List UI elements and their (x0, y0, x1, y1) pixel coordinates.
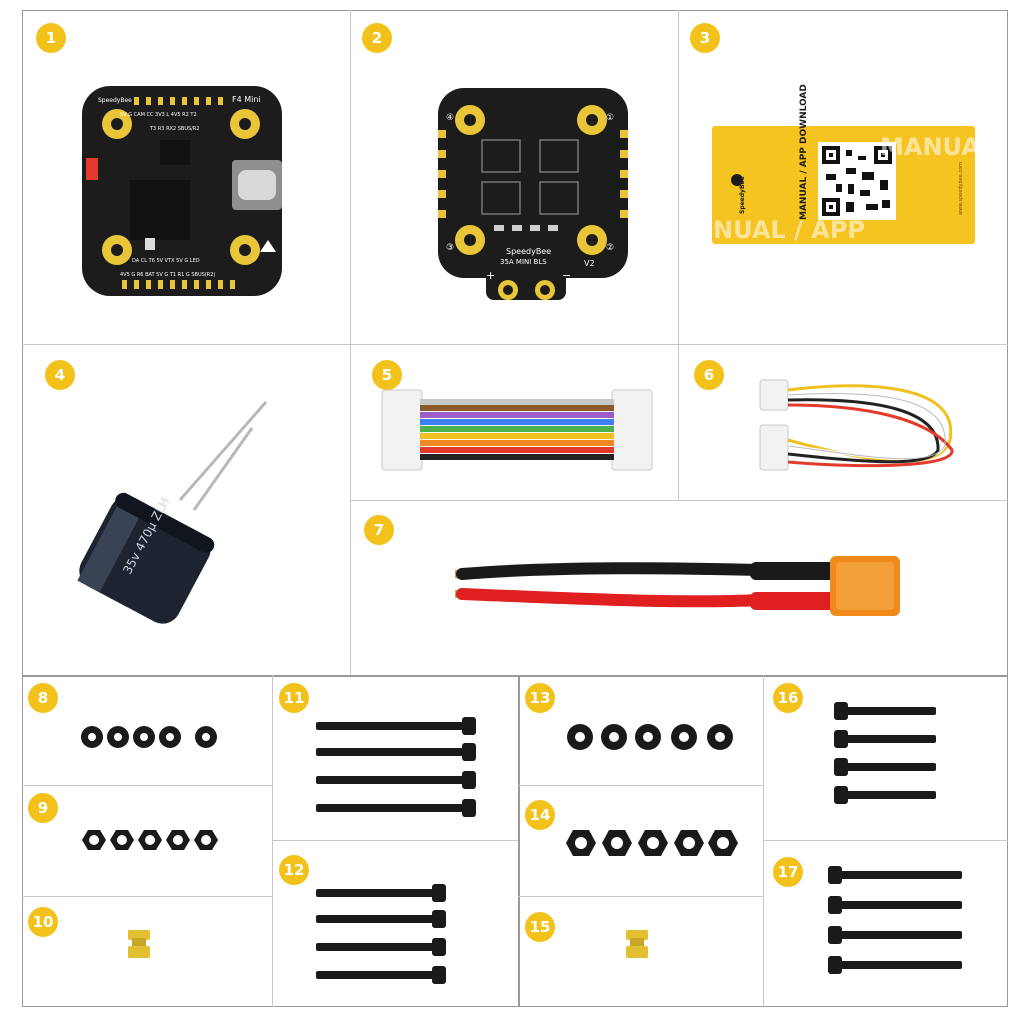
parts-grid-frame (22, 10, 1008, 1007)
grid-divider (22, 675, 1008, 677)
motor-label: ② (606, 243, 614, 253)
item-number-badge: 6 (694, 360, 724, 390)
manual-watermark: MANUA (880, 133, 980, 161)
grid-divider (518, 896, 763, 897)
item-number-badge: 2 (362, 23, 392, 53)
item-number-badge: 10 (28, 907, 58, 937)
item-number-badge: 13 (525, 683, 555, 713)
item-number-badge: 15 (525, 912, 555, 942)
grid-divider (763, 840, 1008, 841)
item-number-badge: 5 (372, 360, 402, 390)
item-number-badge: 16 (773, 683, 803, 713)
grid-divider (272, 675, 273, 1007)
esc-plus-label: + (486, 269, 495, 282)
item-number-badge: 7 (364, 515, 394, 545)
item-number-badge: 12 (279, 855, 309, 885)
grid-divider (22, 344, 1008, 345)
manual-download-label: MANUAL / APP DOWNLOAD (799, 84, 809, 220)
manual-watermark: NUAL / APP (713, 216, 865, 244)
item-number-badge: 9 (28, 793, 58, 823)
grid-divider (518, 785, 763, 786)
item-number-badge: 3 (690, 23, 720, 53)
board-model-label: F4 Mini (232, 95, 261, 104)
manual-url-label: www.speedybee.com (958, 162, 964, 215)
grid-divider (518, 675, 520, 1007)
item-number-badge: 8 (28, 683, 58, 713)
esc-minus-label: − (562, 269, 571, 282)
board-brand-label: SpeedyBee (98, 97, 132, 104)
item-number-badge: 14 (525, 800, 555, 830)
item-number-badge: 4 (45, 360, 75, 390)
motor-label: ③ (446, 243, 454, 253)
item-number-badge: 11 (279, 683, 309, 713)
item-number-badge: 17 (773, 857, 803, 887)
board-pad-labels: DA CL T6 5V VTX 5V G LED (132, 258, 200, 264)
grid-divider (22, 785, 272, 786)
grid-divider (272, 840, 518, 841)
esc-model-label: 35A MINI BLS (500, 258, 547, 266)
esc-version-label: V2 (584, 259, 595, 268)
grid-divider (350, 500, 1008, 501)
manual-brand-label: SpeedyBee (739, 176, 746, 214)
motor-label: ④ (446, 113, 454, 123)
board-pad-labels: 5V G CAM CC 3V3 L 4V5 R2 T2 (120, 112, 197, 118)
grid-divider (678, 10, 679, 500)
motor-label: ① (606, 113, 614, 123)
grid-divider (22, 896, 272, 897)
board-pad-labels: T3 R3 RX2 SBUS/R2 (149, 126, 200, 132)
esc-brand-label: SpeedyBee (506, 247, 551, 256)
item-number-badge: 1 (36, 23, 66, 53)
grid-divider (763, 675, 764, 1007)
board-pad-labels: 4V5 G R6 BAT 5V G T1 R1 G SBUS(R2) (120, 272, 215, 278)
grid-divider (350, 10, 351, 675)
